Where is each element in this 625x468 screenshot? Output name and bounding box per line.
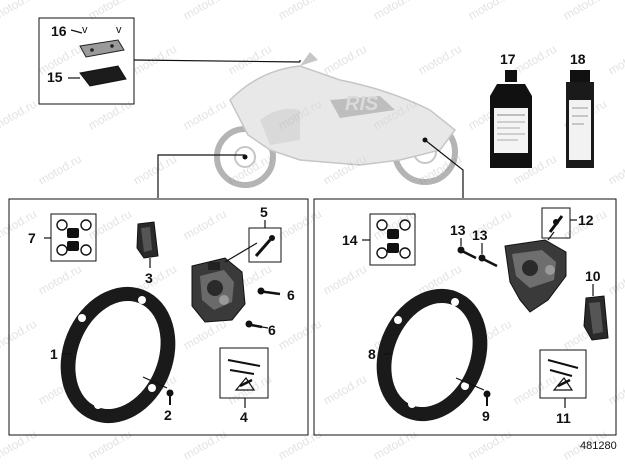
part-16-plate: v v xyxy=(79,24,125,58)
callout-12: 12 xyxy=(578,212,594,228)
part-9-disc-bolt xyxy=(455,377,491,406)
watermark-text: motod.ru xyxy=(466,427,514,463)
watermark-text: motod.ru xyxy=(36,152,84,188)
callout-18: 18 xyxy=(570,51,586,67)
watermark-text: motod.ru xyxy=(86,97,134,133)
watermark-text: motod.ru xyxy=(181,0,229,23)
watermark-text: motod.ru xyxy=(466,0,514,23)
watermark-text: motod.ru xyxy=(321,42,369,78)
callout-9: 9 xyxy=(482,408,490,424)
front-brake-caliper xyxy=(191,257,246,323)
watermark-text: motod.ru xyxy=(0,97,39,133)
callout-2: 2 xyxy=(164,407,172,423)
callout-4: 4 xyxy=(240,409,248,425)
watermark-text: motod.ru xyxy=(276,0,324,23)
part-1-front-brake-disc xyxy=(60,286,176,424)
part-8-rear-brake-disc xyxy=(376,288,488,422)
part-6-bolt-upper xyxy=(257,287,281,296)
watermark-text: motod.ru xyxy=(0,427,39,463)
svg-text:v: v xyxy=(82,24,88,36)
watermark-text: motod.ru xyxy=(276,207,324,243)
watermark-text: motod.ru xyxy=(371,427,419,463)
reference-number: 481280 xyxy=(580,440,617,452)
callout-6-lower: 6 xyxy=(268,322,276,338)
watermark-text: motod.ru xyxy=(276,317,324,353)
watermark-text: motod.ru xyxy=(0,317,39,353)
callout-3: 3 xyxy=(145,270,153,286)
callout-13-left: 13 xyxy=(450,222,466,238)
part-13-bolt-right xyxy=(478,243,498,268)
front-brake-box xyxy=(8,198,309,436)
watermark-text: motod.ru xyxy=(416,42,464,78)
watermark-text: motod.ru xyxy=(181,97,229,133)
callout-16: 16 xyxy=(51,23,67,39)
callout-8: 8 xyxy=(368,346,376,362)
callout-11: 11 xyxy=(556,410,571,426)
watermark-text: motod.ru xyxy=(606,372,625,408)
watermark-text: motod.ru xyxy=(321,372,369,408)
part-17-brake-fluid-bottle xyxy=(490,70,532,168)
callout-13-right: 13 xyxy=(472,227,488,243)
watermark-text: motod.ru xyxy=(606,42,625,78)
part-11-caliper-repair-kit xyxy=(539,349,587,399)
watermark-text: motod.ru xyxy=(321,262,369,298)
part-10-brake-pad xyxy=(583,295,609,341)
motorcycle-illustration: RIS xyxy=(214,52,458,188)
watermark-text: motod.ru xyxy=(371,0,419,23)
callout-5: 5 xyxy=(260,204,268,220)
watermark-text: motod.ru xyxy=(561,0,609,23)
part-18-spray-can xyxy=(566,70,594,168)
watermark-text: motod.ru xyxy=(181,207,229,243)
part-12-bleeder-kit xyxy=(541,207,571,239)
callout-14: 14 xyxy=(342,232,358,248)
svg-text:v: v xyxy=(116,24,122,36)
watermark-text: motod.ru xyxy=(86,0,134,23)
part-14-seal-kit xyxy=(369,213,416,266)
rear-brake-caliper xyxy=(504,239,567,313)
watermark-text: motod.ru xyxy=(86,427,134,463)
callout-1: 1 xyxy=(50,346,58,362)
callout-7: 7 xyxy=(28,230,36,246)
svg-text:RIS: RIS xyxy=(345,93,379,115)
watermark-text: motod.ru xyxy=(511,372,559,408)
watermark-text: motod.ru xyxy=(606,152,625,188)
rear-brake-box xyxy=(313,198,617,436)
callout-6-upper: 6 xyxy=(287,287,295,303)
part-15-pad xyxy=(79,65,127,87)
callout-17: 17 xyxy=(500,51,516,67)
part-4-caliper-repair-kit xyxy=(219,347,269,399)
watermark-text: motod.ru xyxy=(36,262,84,298)
part-13-bolt-left xyxy=(457,238,477,260)
watermark-text: motod.ru xyxy=(86,207,134,243)
watermark-text: motod.ru xyxy=(606,262,625,298)
inset-pad-kit-box: v v 16 15 xyxy=(38,17,135,105)
watermark-text: motod.ru xyxy=(131,152,179,188)
part-2-disc-bolt xyxy=(142,376,174,405)
watermark-text: motod.ru xyxy=(226,42,274,78)
watermark-text: motod.ru xyxy=(276,427,324,463)
watermark-text: motod.ru xyxy=(0,0,39,23)
part-6-bolt-lower xyxy=(245,320,269,329)
watermark-text: motod.ru xyxy=(511,42,559,78)
callout-15: 15 xyxy=(47,69,63,85)
callout-10: 10 xyxy=(585,268,601,284)
watermark-text: motod.ru xyxy=(181,427,229,463)
part-3-brake-pad xyxy=(136,221,159,259)
